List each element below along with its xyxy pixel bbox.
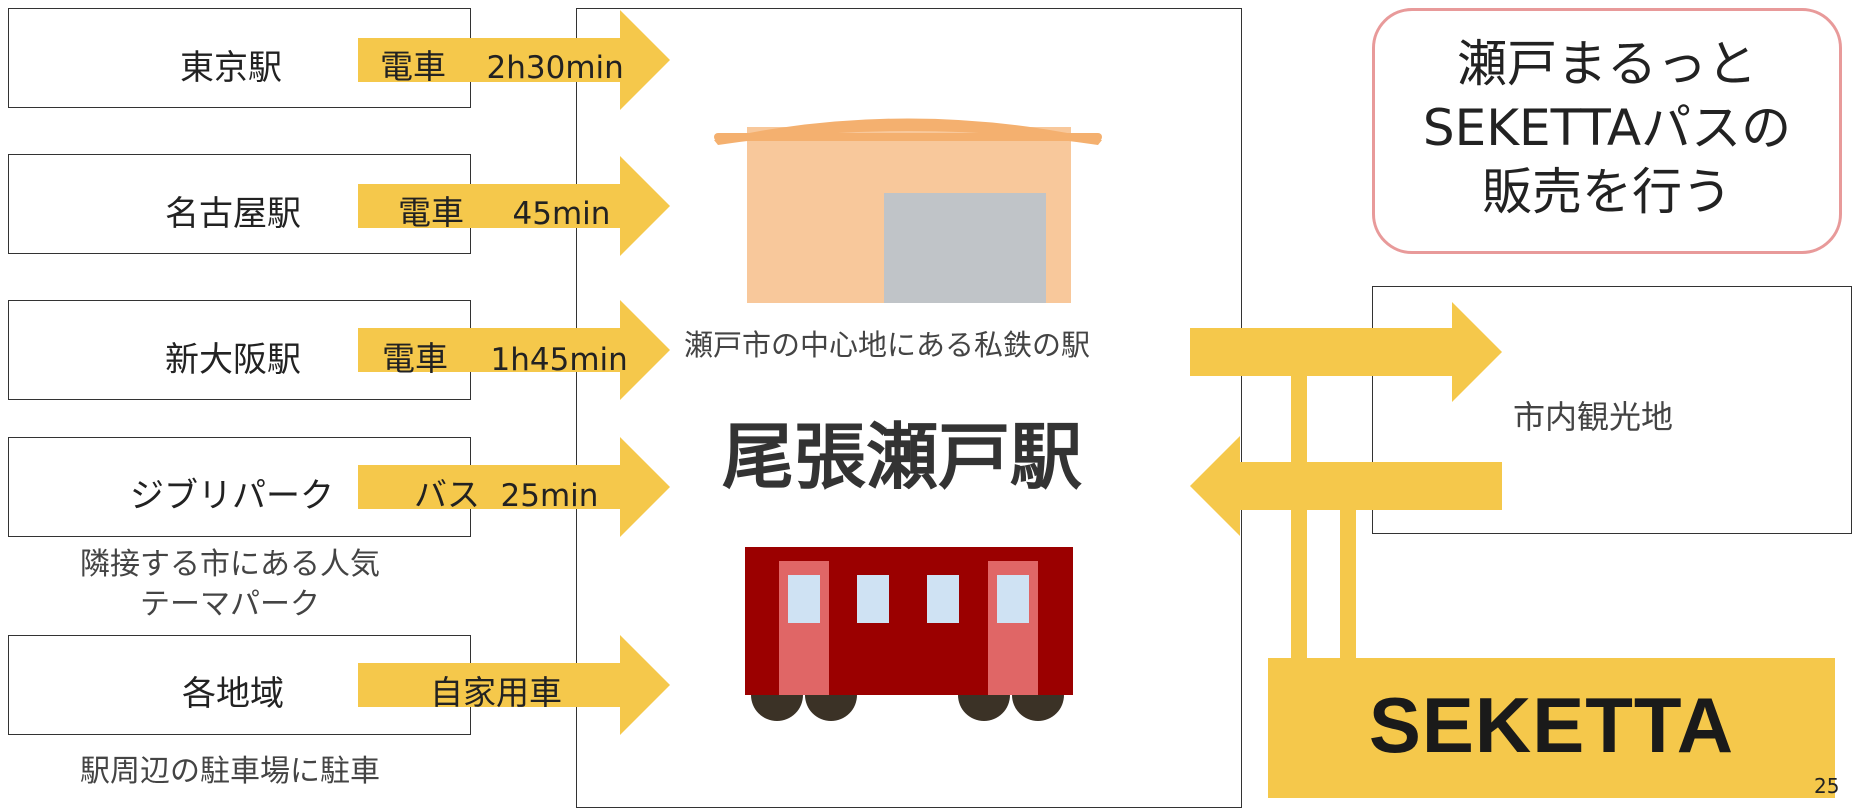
origin-name-nagoya: 名古屋駅 <box>165 194 301 234</box>
arrow-label-tokyo: 電車 2h30min <box>380 40 624 88</box>
origin-name-ghibli: ジブリパーク <box>130 476 334 516</box>
train-icon <box>745 547 1073 721</box>
transport-mode: 電車 <box>382 339 448 378</box>
origin-name-tokyo: 東京駅 <box>180 48 282 88</box>
note-parking: 駅周辺の駐車場に駐車 <box>80 754 380 789</box>
transport-mode: バス <box>414 475 480 514</box>
transport-mode: 自家用車 <box>430 673 562 712</box>
callout-text: 瀬戸まるっと SEKETTAパスの 販売を行う <box>1422 35 1792 221</box>
arrow-label-shinosaka: 電車 1h45min <box>382 332 628 380</box>
connector-line-right <box>1340 510 1356 666</box>
travel-time: 25min <box>500 478 599 514</box>
seketta-brand: SEKETTA <box>1368 681 1735 769</box>
station-building-icon <box>714 118 1102 303</box>
travel-time: 45min <box>512 196 611 232</box>
note-ghibli: 隣接する市にある人気 テーマパーク <box>80 547 380 622</box>
arrow-regions <box>358 635 670 735</box>
seketta-banner <box>1268 658 1835 798</box>
travel-time: 2h30min <box>486 50 624 86</box>
origin-name-regions: 各地域 <box>182 674 284 714</box>
sightseeing-label: 市内観光地 <box>1513 398 1674 436</box>
transport-mode: 電車 <box>398 193 464 232</box>
transport-mode: 電車 <box>380 47 446 86</box>
travel-time: 1h45min <box>490 342 628 378</box>
arrow-tokyo <box>358 10 670 110</box>
station-caption: 瀬戸市の中心地にある私鉄の駅 <box>684 328 1091 362</box>
callout-box <box>1372 8 1842 254</box>
arrow-ghibli <box>358 437 670 537</box>
station-name: 尾張瀬戸駅 <box>722 415 1083 499</box>
arrow-nagoya <box>358 156 670 256</box>
page-number: 25 <box>1814 774 1840 798</box>
arrow-label-ghibli: バス 25min <box>414 468 598 516</box>
arrow-label-nagoya: 電車 45min <box>398 186 610 234</box>
arrow-to-sightseeing <box>1190 302 1502 402</box>
arrow-from-sightseeing <box>1190 436 1502 536</box>
origin-name-shinosaka: 新大阪駅 <box>165 340 301 380</box>
arrow-label-regions: 自家用車 <box>430 666 562 714</box>
connector-line-left <box>1291 376 1307 666</box>
arrow-shinosaka <box>358 300 670 400</box>
